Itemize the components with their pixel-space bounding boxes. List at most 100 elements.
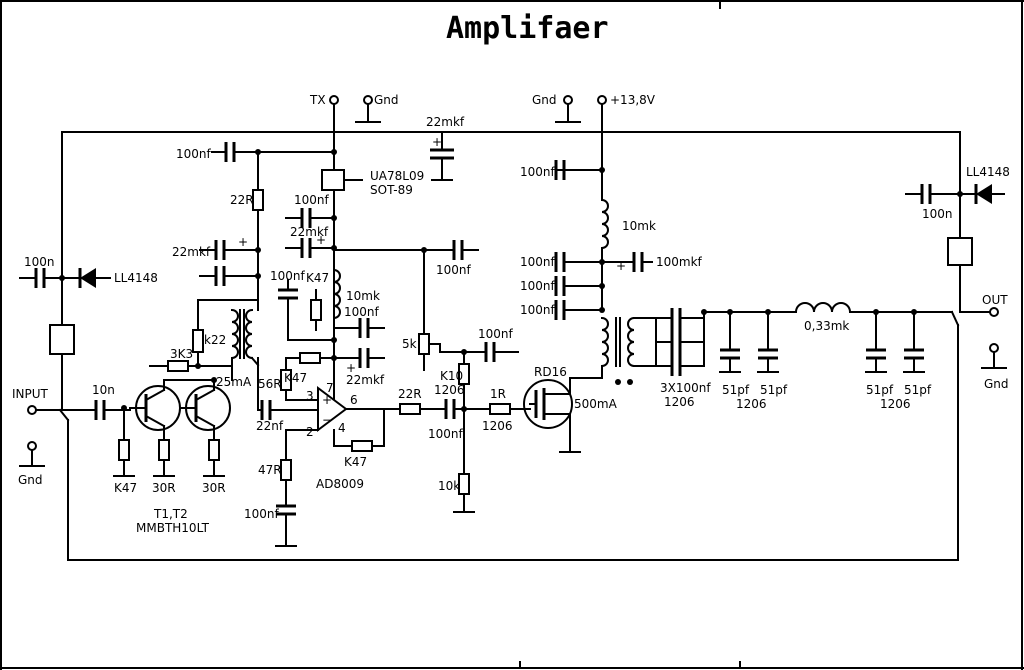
svg-text:Gnd: Gnd xyxy=(18,473,43,487)
svg-text:47R: 47R xyxy=(258,463,282,477)
svg-text:100nf: 100nf xyxy=(520,303,556,317)
resistor-1r: 1R 1206 xyxy=(482,387,531,433)
svg-text:51pf: 51pf xyxy=(760,383,788,397)
svg-text:10mk: 10mk xyxy=(622,219,656,233)
capacitor-100nf-d: 100nf xyxy=(270,269,306,341)
svg-text:100nf: 100nf xyxy=(436,263,472,277)
svg-text:+: + xyxy=(322,393,332,407)
vcc-label: +13,8V xyxy=(610,93,656,107)
transistor-t2 xyxy=(163,379,231,441)
svg-text:56R: 56R xyxy=(258,377,282,391)
svg-text:22mkf: 22mkf xyxy=(346,373,385,387)
capacitor-22mkf-b: + 22mkf xyxy=(172,235,261,260)
svg-text:10n: 10n xyxy=(92,383,115,397)
resistor-k47-b: K47 xyxy=(284,352,337,385)
capacitor-100nf-i: 100nf xyxy=(520,160,605,180)
svg-text:k22: k22 xyxy=(204,333,226,347)
capacitor-22mkf-top: + 22mkf xyxy=(426,115,465,181)
capacitor-22nf: 22nf xyxy=(256,400,319,433)
svg-text:22mkf: 22mkf xyxy=(172,245,211,259)
capacitor-unlabeled-a xyxy=(199,266,261,286)
out-terminal: OUT xyxy=(950,293,1008,327)
reg-label: UA78L09 xyxy=(370,169,424,183)
svg-text:AD8009: AD8009 xyxy=(316,477,364,491)
svg-text:100nf: 100nf xyxy=(520,255,556,269)
capacitor-3x100nf: 3X100nf 1206 xyxy=(655,308,711,409)
svg-text:22R: 22R xyxy=(230,193,254,207)
tx-terminal: TX xyxy=(309,93,339,171)
gnd-terminal-vcc: Gnd xyxy=(532,93,581,123)
svg-text:100nf: 100nf xyxy=(244,507,280,521)
resistor-30r-b: 30R xyxy=(202,439,226,495)
svg-text:+: + xyxy=(238,235,248,249)
svg-text:K10: K10 xyxy=(440,369,463,383)
left-protection: 100n LL4148 xyxy=(19,255,158,355)
svg-text:25mA: 25mA xyxy=(216,375,252,389)
svg-text:51pf: 51pf xyxy=(866,383,894,397)
inductor-10mk-a: 10mk xyxy=(332,268,380,320)
svg-text:5k: 5k xyxy=(402,337,417,351)
svg-text:30R: 30R xyxy=(202,481,226,495)
resistor-3k3: 3K3 xyxy=(149,347,233,372)
svg-text:100nf: 100nf xyxy=(520,165,556,179)
output-transformer xyxy=(600,316,657,385)
capacitor-100nf-g: 100nf xyxy=(478,327,519,362)
opamp-ad8009: + − 7 3 6 2 4 AD8009 xyxy=(306,369,401,491)
feedback-loop: 47R 100nf K47 xyxy=(244,408,385,547)
capacitor-51pf-c: 51pf xyxy=(865,309,894,397)
diode-right-label: LL4148 xyxy=(966,165,1010,179)
svg-text:10k: 10k xyxy=(438,479,460,493)
diode-left-label: LL4148 xyxy=(114,271,158,285)
gnd-v-label: Gnd xyxy=(532,93,557,107)
right-protection: LL4148 100n xyxy=(905,165,1010,266)
svg-text:10mk: 10mk xyxy=(346,289,380,303)
resistor-k47-a: K47 xyxy=(287,271,337,343)
transistors-label: T1,T2 xyxy=(153,507,188,521)
svg-text:+: + xyxy=(346,361,356,375)
capacitor-51pf-b: 51pf 1206 xyxy=(736,309,788,411)
capacitor-100nf-k: 100nf xyxy=(520,276,605,296)
cap-22mkf-top-label: 22mkf xyxy=(426,115,465,129)
svg-text:500mA: 500mA xyxy=(574,397,618,411)
capacitor-100nf-e: 100nf xyxy=(333,305,385,338)
svg-text:3X100nf: 3X100nf xyxy=(660,381,711,395)
svg-text:K47: K47 xyxy=(284,371,307,385)
potentiometer-5k: 5k xyxy=(402,249,487,371)
svg-text:1206: 1206 xyxy=(664,395,695,409)
transistor-t1 xyxy=(129,379,181,441)
fet-rd16: RD16 500mA xyxy=(523,365,618,453)
input-terminal: INPUT 10n xyxy=(12,383,131,422)
resistor-22r-b: 22R xyxy=(398,387,447,415)
capacitor-100nf-a: 100nf xyxy=(176,142,261,162)
capacitor-100nf-l: 100nf xyxy=(520,300,605,320)
svg-text:100nf: 100nf xyxy=(270,269,306,283)
inductor-10mk-b: 10mk xyxy=(600,198,656,311)
gnd-terminal-tx: Gnd xyxy=(355,93,399,123)
cap-100n-right-label: 100n xyxy=(922,207,953,221)
svg-text:51pf: 51pf xyxy=(722,383,750,397)
gnd-terminal-out: Gnd xyxy=(981,343,1009,391)
capacitor-22mkf-c: + 22mkf xyxy=(285,225,337,258)
svg-text:100nf: 100nf xyxy=(344,305,380,319)
reg-pkg-label: SOT-89 xyxy=(370,183,413,197)
svg-text:22nf: 22nf xyxy=(256,419,284,433)
gnd-terminal-input: Gnd xyxy=(18,441,45,487)
capacitor-100nf-h: 100nf xyxy=(428,399,491,441)
capacitor-100nf-b: 100nf xyxy=(285,193,337,228)
svg-text:3: 3 xyxy=(306,389,314,403)
page-title: Amplifaer xyxy=(446,11,609,46)
svg-text:100nf: 100nf xyxy=(478,327,514,341)
capacitor-51pf-a: 51pf xyxy=(719,309,750,397)
resistor-k47-d: K47 xyxy=(113,407,137,495)
svg-text:100mkf: 100mkf xyxy=(656,255,703,269)
resistor-10k: 10k xyxy=(438,473,475,513)
svg-text:1206: 1206 xyxy=(482,419,513,433)
svg-text:K47: K47 xyxy=(114,481,137,495)
resistor-30r-a: 30R xyxy=(152,439,176,495)
svg-text:4: 4 xyxy=(338,421,346,435)
capacitor-100nf-j: 100nf xyxy=(520,252,605,272)
resistor-56r xyxy=(280,357,319,401)
svg-text:Gnd: Gnd xyxy=(984,377,1009,391)
